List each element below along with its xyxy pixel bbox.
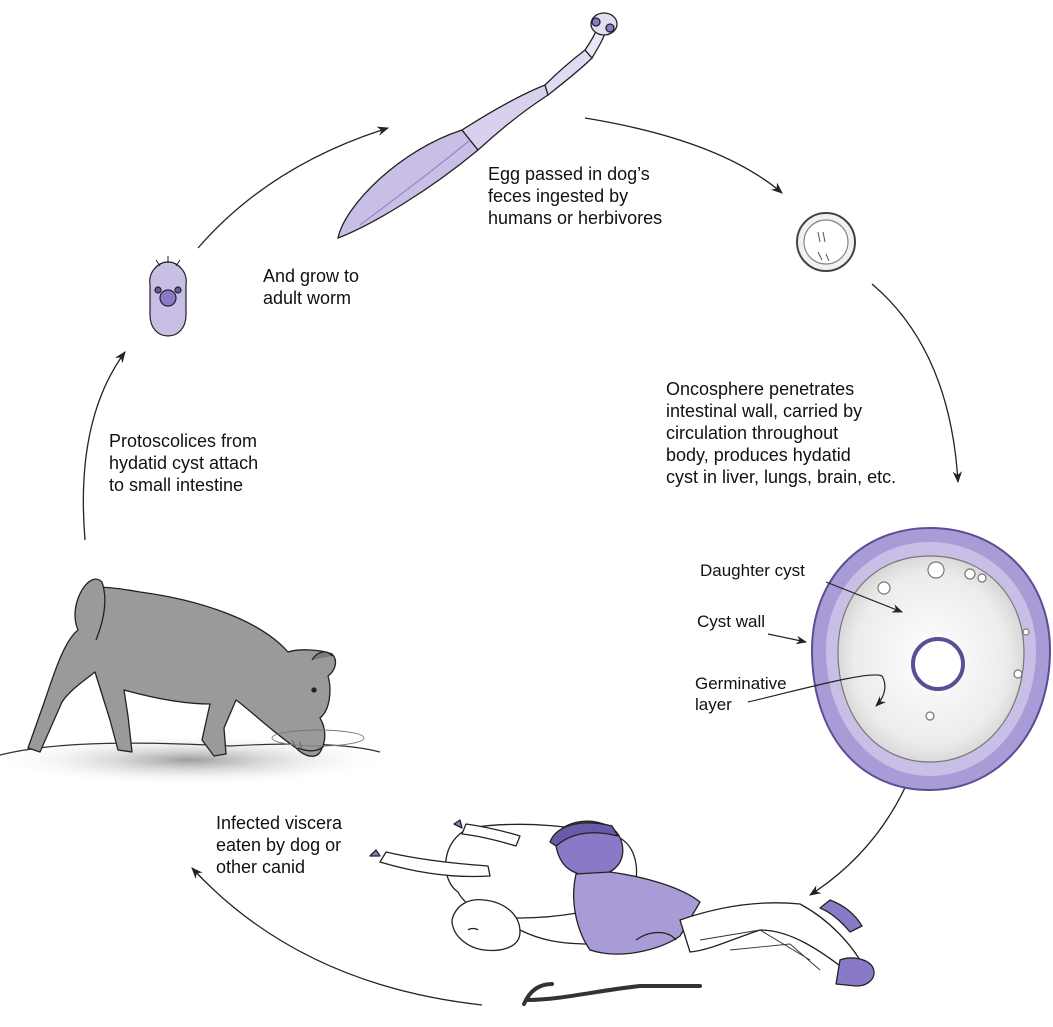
sheep-and-shepherd-illustration [370,820,874,1004]
egg-illustration [797,213,855,271]
worm-sucker [592,18,600,26]
hydatid-cyst-illustration [812,528,1050,790]
daughter-cyst-large [913,639,963,689]
label-protoscolices: Protoscolices from hydatid cyst attach t… [109,430,258,496]
label-cyst-wall: Cyst wall [697,611,765,632]
worm-segment-2 [545,50,592,95]
label-daughter-cyst: Daughter cyst [700,560,805,581]
label-germinative-layer: Germinative layer [695,673,787,715]
arrow-cyst-to-sheep [810,772,912,895]
worm-sucker-2 [606,24,614,32]
label-grow-adult: And grow to adult worm [263,265,359,309]
worm-gravid-segment [338,130,478,238]
arrow-scolex-to-worm [198,128,388,248]
worm-segment-3 [462,85,548,150]
dog-illustration [0,579,390,786]
label-infected-viscera: Infected viscera eaten by dog or other c… [216,812,342,878]
protoscolex-illustration [150,256,187,336]
label-egg-passed: Egg passed in dog’s feces ingested by hu… [488,163,662,229]
label-oncosphere: Oncosphere penetrates intestinal wall, c… [666,378,896,488]
arrow-sheep-to-dog [192,868,482,1005]
